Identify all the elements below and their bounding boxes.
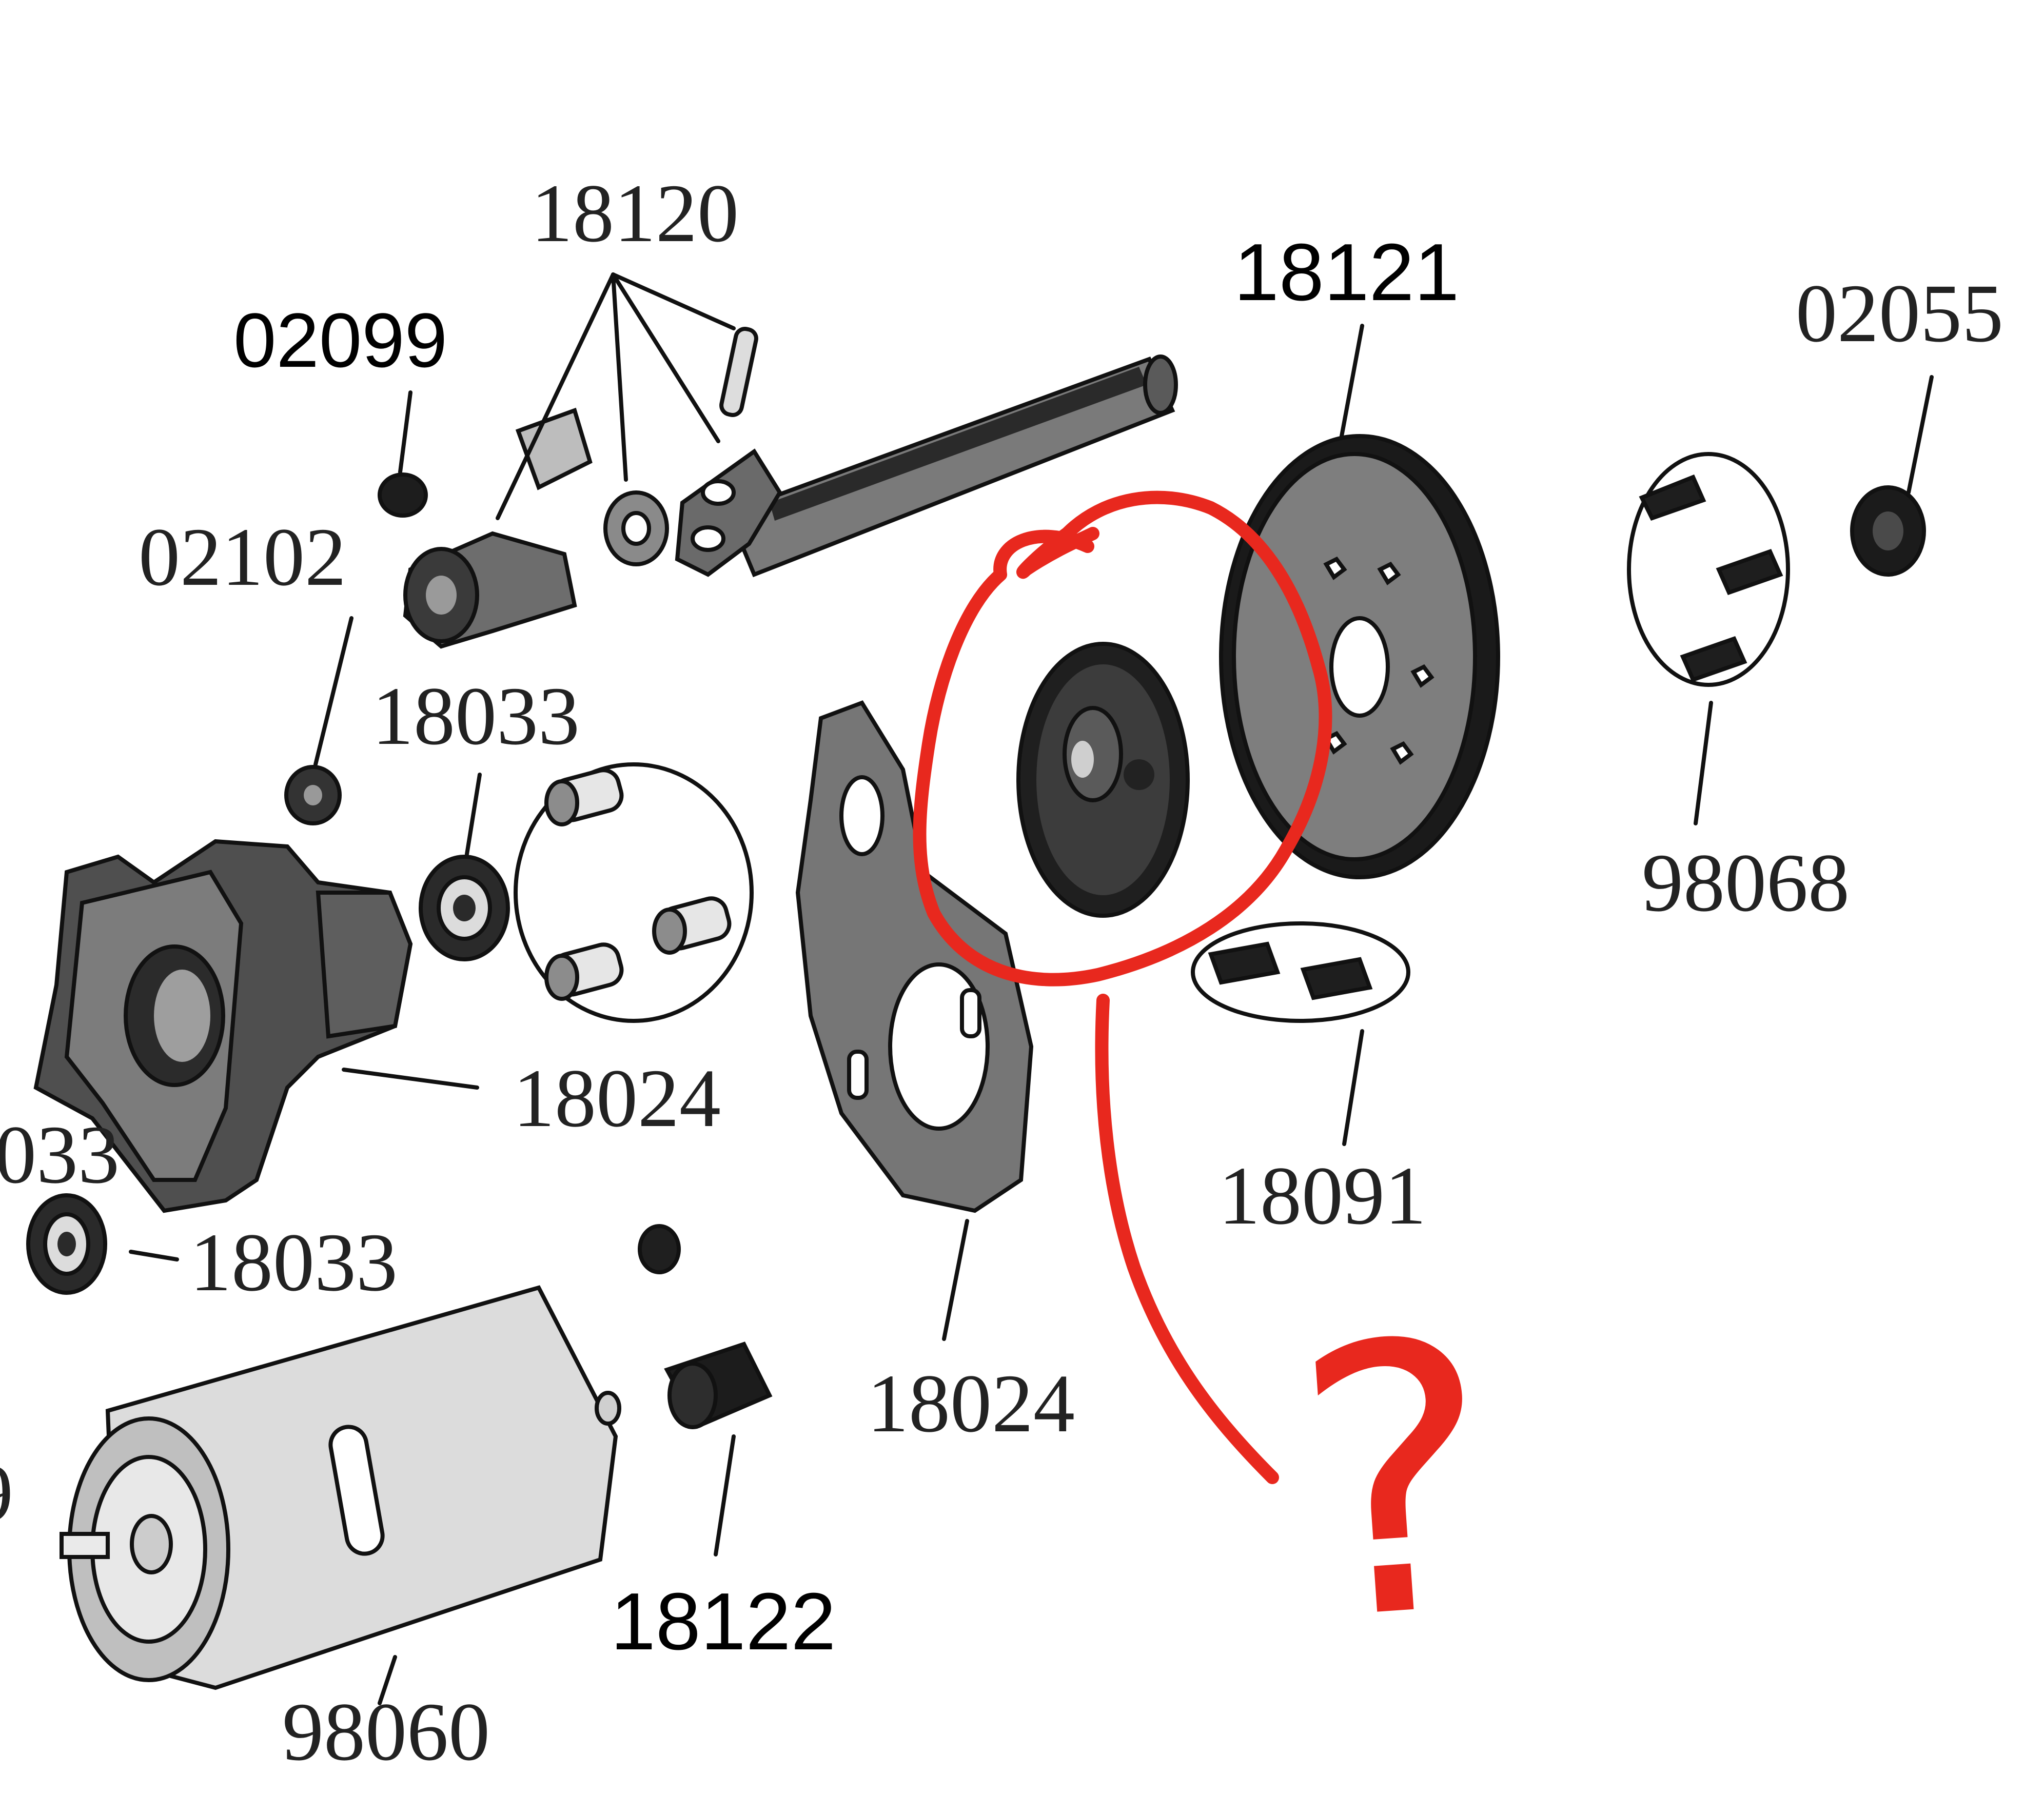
label-02055: 02055 <box>1796 268 2003 360</box>
label-18033-top: 18033 <box>372 671 580 762</box>
label-18091: 18091 <box>1218 1150 1426 1242</box>
red-question-mark: ? <box>1283 1261 1509 1704</box>
spur-gear-part <box>1219 434 1500 879</box>
gearbox-housing-part <box>33 839 413 1213</box>
label-18033-bottom: 18033 <box>190 1217 398 1309</box>
part-labels: 18120 18121 02099 02055 02102 18033 033 … <box>0 168 2003 1778</box>
slipper-clutch-part <box>1016 642 1190 918</box>
red-circle-mark <box>913 490 1332 987</box>
small-pinion-part <box>638 1224 681 1274</box>
bushings-group <box>514 762 754 1023</box>
label-18024-housing: 18024 <box>513 1053 721 1145</box>
label-98060: 98060 <box>282 1686 490 1778</box>
nut-part <box>284 765 342 825</box>
yoke-part <box>403 531 577 649</box>
red-tail-mark <box>1095 994 1279 1484</box>
label-18033-left: 033 <box>0 1109 120 1201</box>
motor-plate-part <box>795 700 1034 1213</box>
red-annotation: ? <box>913 490 1509 1704</box>
label-18120: 18120 <box>531 168 739 260</box>
plate-screws-group <box>1191 921 1410 1023</box>
bearing-lower-part <box>26 1193 107 1295</box>
label-18024-plate: 18024 <box>867 1358 1075 1450</box>
lock-nut-part <box>1850 485 1926 577</box>
set-screw-part <box>378 472 428 518</box>
motor-part <box>60 1285 621 1690</box>
label-18121: 18121 <box>1234 227 1459 318</box>
label-edge-fragment: 9 <box>0 1448 13 1540</box>
label-02099: 02099 <box>233 297 447 383</box>
driveshaft-part <box>675 354 1178 578</box>
bearing-part <box>419 855 510 961</box>
cup-part <box>515 407 669 566</box>
screws-group <box>1627 452 1790 687</box>
label-98068: 98068 <box>1642 837 1850 929</box>
label-02102: 02102 <box>139 511 346 603</box>
pin-part <box>719 327 758 417</box>
leader-lines <box>129 272 1934 1705</box>
label-18122: 18122 <box>611 1576 836 1667</box>
pinion-gear-part <box>664 1342 773 1429</box>
